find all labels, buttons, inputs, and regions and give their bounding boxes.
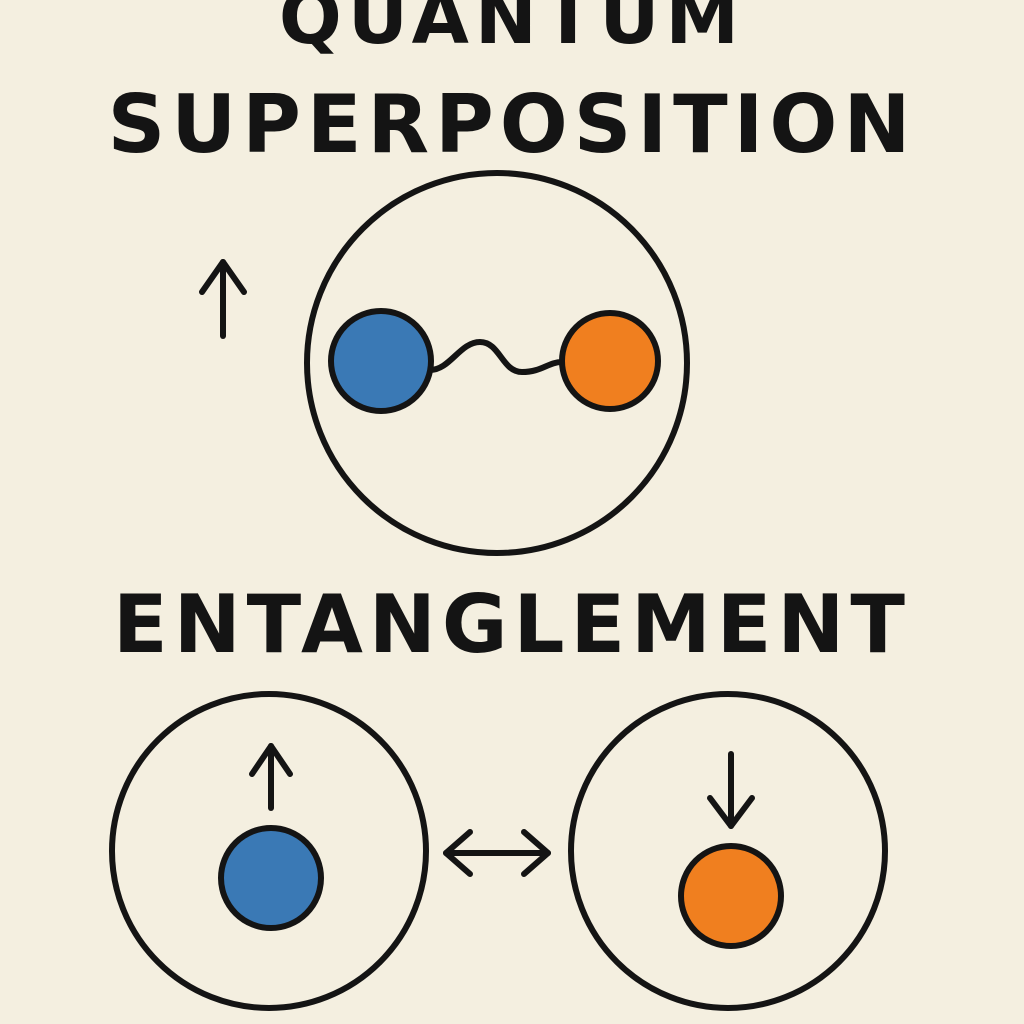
- double-arrow-icon: [443, 829, 551, 877]
- wavy-link: [427, 339, 565, 375]
- arrow-up-icon: [199, 259, 247, 339]
- right-circle: [568, 691, 888, 1011]
- spin-up-icon: [249, 743, 293, 811]
- title-superposition: SUPERPOSITION: [107, 78, 917, 171]
- left-circle: [109, 691, 429, 1011]
- blue-particle: [328, 308, 434, 414]
- title-entanglement: ENTANGLEMENT: [113, 578, 911, 671]
- spin-down-icon: [707, 751, 755, 829]
- orange-particle: [559, 310, 661, 412]
- superposition-circle: [304, 170, 690, 556]
- title-quantum: QUANTUM: [278, 0, 746, 61]
- left-blue-particle: [218, 825, 324, 931]
- right-orange-particle: [678, 843, 784, 949]
